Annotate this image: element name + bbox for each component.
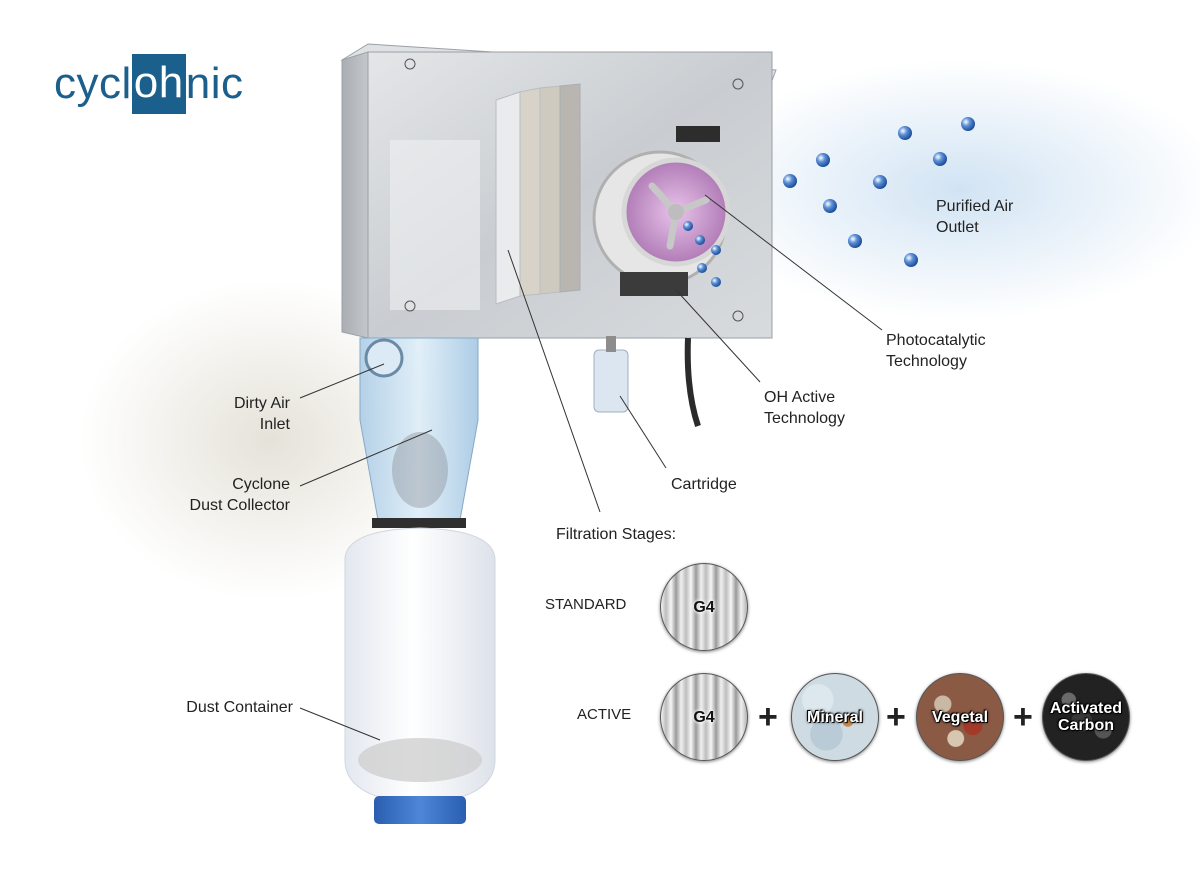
stage-label-standard: STANDARD bbox=[545, 596, 627, 613]
logo-text-right: nic bbox=[185, 59, 244, 108]
logo-box: oh bbox=[131, 54, 186, 114]
filter-disc-standard-g4: G4 bbox=[660, 563, 748, 651]
leader-lines bbox=[299, 194, 883, 741]
label-cyclone: Cyclone Dust Collector bbox=[189, 476, 290, 514]
label-dirty-air: Dirty Air Inlet bbox=[234, 395, 290, 433]
logo-text-left: cycl bbox=[54, 59, 132, 108]
label-dust-container: Dust Container bbox=[186, 699, 293, 716]
cyclone-collector bbox=[359, 337, 479, 528]
filtration-title: Filtration Stages: bbox=[556, 526, 677, 543]
label-cartridge: Cartridge bbox=[671, 476, 737, 493]
label-photocatalytic: Photocatalytic Technology bbox=[886, 332, 986, 370]
filter-disc-active-g4: G4 bbox=[660, 673, 748, 761]
plus-sign: + bbox=[758, 698, 778, 736]
label-purified-air: Purified Air Outlet bbox=[936, 198, 1014, 236]
molecules bbox=[683, 117, 975, 287]
plus-sign: + bbox=[886, 698, 906, 736]
cartridge-bottle bbox=[593, 349, 629, 413]
label-oh-active: OH Active Technology bbox=[764, 389, 845, 427]
filter-disc-activated-carbon: Activated Carbon bbox=[1042, 673, 1130, 761]
filter-disc-vegetal: Vegetal bbox=[916, 673, 1004, 761]
plus-sign: + bbox=[1013, 698, 1033, 736]
purified-airflow bbox=[700, 60, 1200, 320]
dust-container bbox=[344, 527, 496, 824]
stage-label-active: ACTIVE bbox=[577, 706, 632, 723]
filter-disc-mineral: Mineral bbox=[791, 673, 879, 761]
